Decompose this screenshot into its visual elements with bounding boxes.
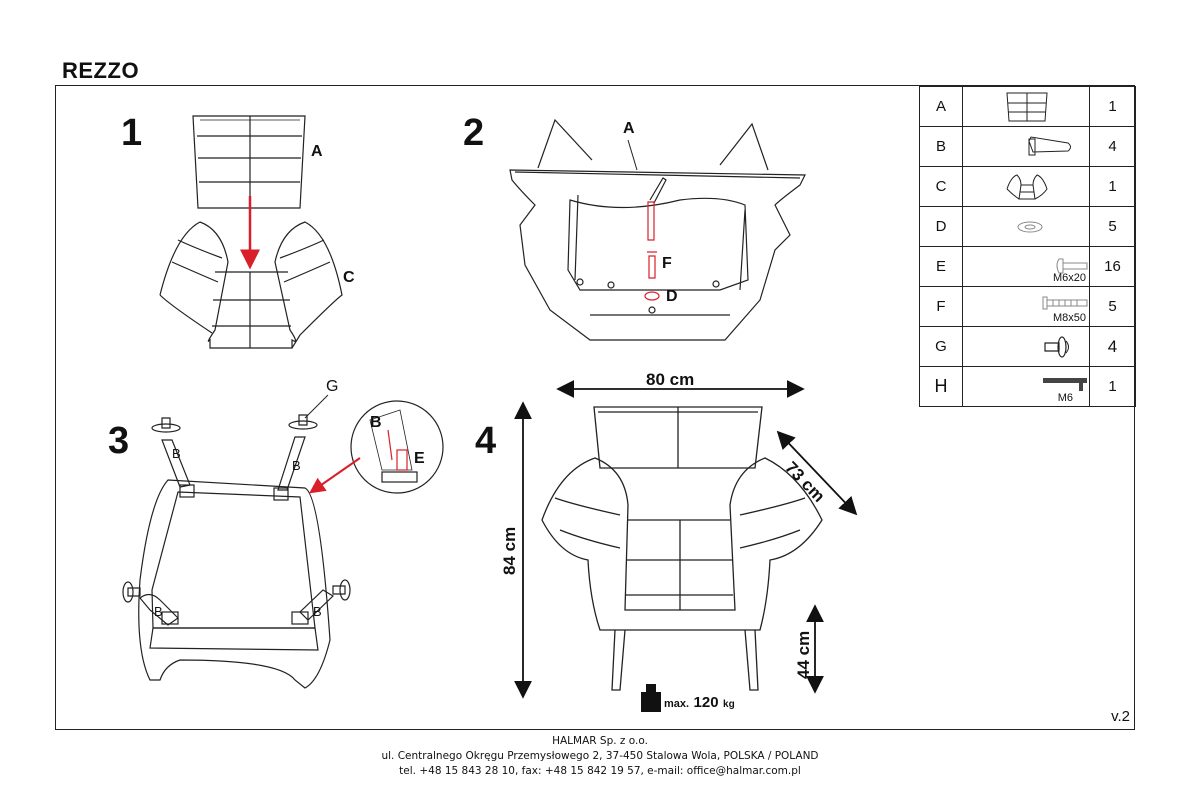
part-letter: C	[919, 166, 963, 207]
version-label: v.2	[1111, 708, 1130, 725]
callout-a-step2: A	[623, 120, 635, 137]
step3-detail-arrow	[309, 457, 361, 494]
max-load-label: max. 120 kg	[664, 694, 735, 712]
instruction-frame	[55, 85, 1135, 730]
callout-d-step2: D	[666, 288, 678, 305]
leg-icon	[1028, 136, 1071, 156]
leg-label-b-4: B	[313, 604, 322, 619]
footer: HALMAR Sp. z o.o. ul. Centralnego Okręgu…	[0, 734, 1200, 779]
bolt-m8-icon	[1042, 296, 1088, 310]
callout-f-step2: F	[662, 255, 672, 272]
step3-chair-frame	[138, 479, 331, 689]
max-load-value: 120	[693, 694, 719, 711]
parts-row-h: H M6 1	[919, 366, 1136, 407]
leg-label-b-3: B	[154, 604, 163, 619]
part-d-thumbnail	[962, 206, 1090, 247]
part-letter: F	[919, 286, 963, 327]
step-number-1: 1	[121, 112, 143, 154]
backrest-icon	[1006, 92, 1048, 122]
seat-icon	[1006, 174, 1048, 200]
step2-washer-d	[644, 291, 660, 301]
part-qty: 1	[1089, 86, 1136, 127]
step4-weight-icon	[641, 684, 661, 712]
step-number-4: 4	[475, 420, 497, 462]
leg-label-b-1: B	[172, 446, 181, 461]
parts-table: A 1 B 4 C 1 D 5 E M6x20 16 F	[919, 86, 1136, 407]
parts-row-a: A 1	[919, 86, 1136, 127]
part-f-thumbnail: M8x50	[962, 286, 1090, 327]
part-letter: D	[919, 206, 963, 247]
part-qty: 1	[1089, 166, 1136, 207]
max-load-prefix: max.	[664, 698, 690, 710]
step2-chair-underside	[509, 118, 806, 341]
width-label: 80 cm	[646, 370, 695, 389]
leg-label-b-2: B	[292, 458, 301, 473]
parts-row-c: C 1	[919, 166, 1136, 207]
part-letter: H	[919, 366, 963, 407]
hex-key-icon	[1043, 378, 1087, 391]
seat-height-label: 44 cm	[794, 630, 813, 679]
part-qty: 1	[1089, 366, 1136, 407]
step1-seat-part-c	[159, 221, 343, 349]
step1-backrest-part-a	[192, 115, 306, 209]
callout-b-detail: B	[370, 414, 382, 431]
step-number-2: 2	[463, 112, 485, 154]
bolt-m6-icon	[1056, 258, 1088, 274]
callout-e-detail: E	[414, 450, 425, 467]
step-number-3: 3	[108, 420, 130, 462]
callout-g-step3: G	[326, 378, 339, 395]
part-h-thumbnail: M6	[962, 366, 1090, 407]
washer-icon	[1017, 221, 1043, 233]
step3-detail-callout	[350, 400, 444, 494]
footer-company: HALMAR Sp. z o.o.	[552, 735, 648, 747]
parts-row-b: B 4	[919, 126, 1136, 167]
screw-g-icon	[1044, 336, 1069, 358]
footer-contact: tel. +48 15 843 28 10, fax: +48 15 842 1…	[399, 765, 801, 777]
part-qty: 4	[1089, 126, 1136, 167]
parts-row-g: G 4	[919, 326, 1136, 367]
part-letter: G	[919, 326, 963, 367]
part-size: M6	[1057, 392, 1073, 404]
part-size: M6x20	[1052, 272, 1086, 284]
part-b-thumbnail	[962, 126, 1090, 167]
step2-hex-key-h	[647, 177, 667, 241]
part-letter: A	[919, 86, 963, 127]
document-title: REZZO	[62, 58, 140, 83]
step2-bolt-f	[647, 251, 657, 279]
part-c-thumbnail	[962, 166, 1090, 207]
part-e-thumbnail: M6x20	[962, 246, 1090, 287]
parts-row-f: F M8x50 5	[919, 286, 1136, 327]
part-qty: 5	[1089, 206, 1136, 247]
step3-leader-g	[304, 394, 329, 419]
callout-a-step1: A	[311, 143, 323, 160]
max-load-unit: kg	[723, 699, 735, 710]
parts-row-e: E M6x20 16	[919, 246, 1136, 287]
step3-legs-b	[139, 436, 334, 626]
part-size: M8x50	[1052, 312, 1086, 324]
part-qty: 5	[1089, 286, 1136, 327]
callout-c-step1: C	[343, 269, 355, 286]
parts-row-d: D 5	[919, 206, 1136, 247]
part-letter: E	[919, 246, 963, 287]
step4-chair-front-view	[541, 406, 823, 691]
part-qty: 16	[1089, 246, 1136, 287]
height-label: 84 cm	[500, 526, 519, 575]
step3-screws-g	[122, 414, 351, 603]
part-g-thumbnail	[962, 326, 1090, 367]
part-qty: 4	[1089, 326, 1136, 367]
depth-dimension-line	[776, 430, 858, 516]
step2-leader-a	[627, 139, 638, 171]
part-letter: B	[919, 126, 963, 167]
footer-address: ul. Centralnego Okręgu Przemysłowego 2, …	[381, 750, 819, 762]
part-a-thumbnail	[962, 86, 1090, 127]
